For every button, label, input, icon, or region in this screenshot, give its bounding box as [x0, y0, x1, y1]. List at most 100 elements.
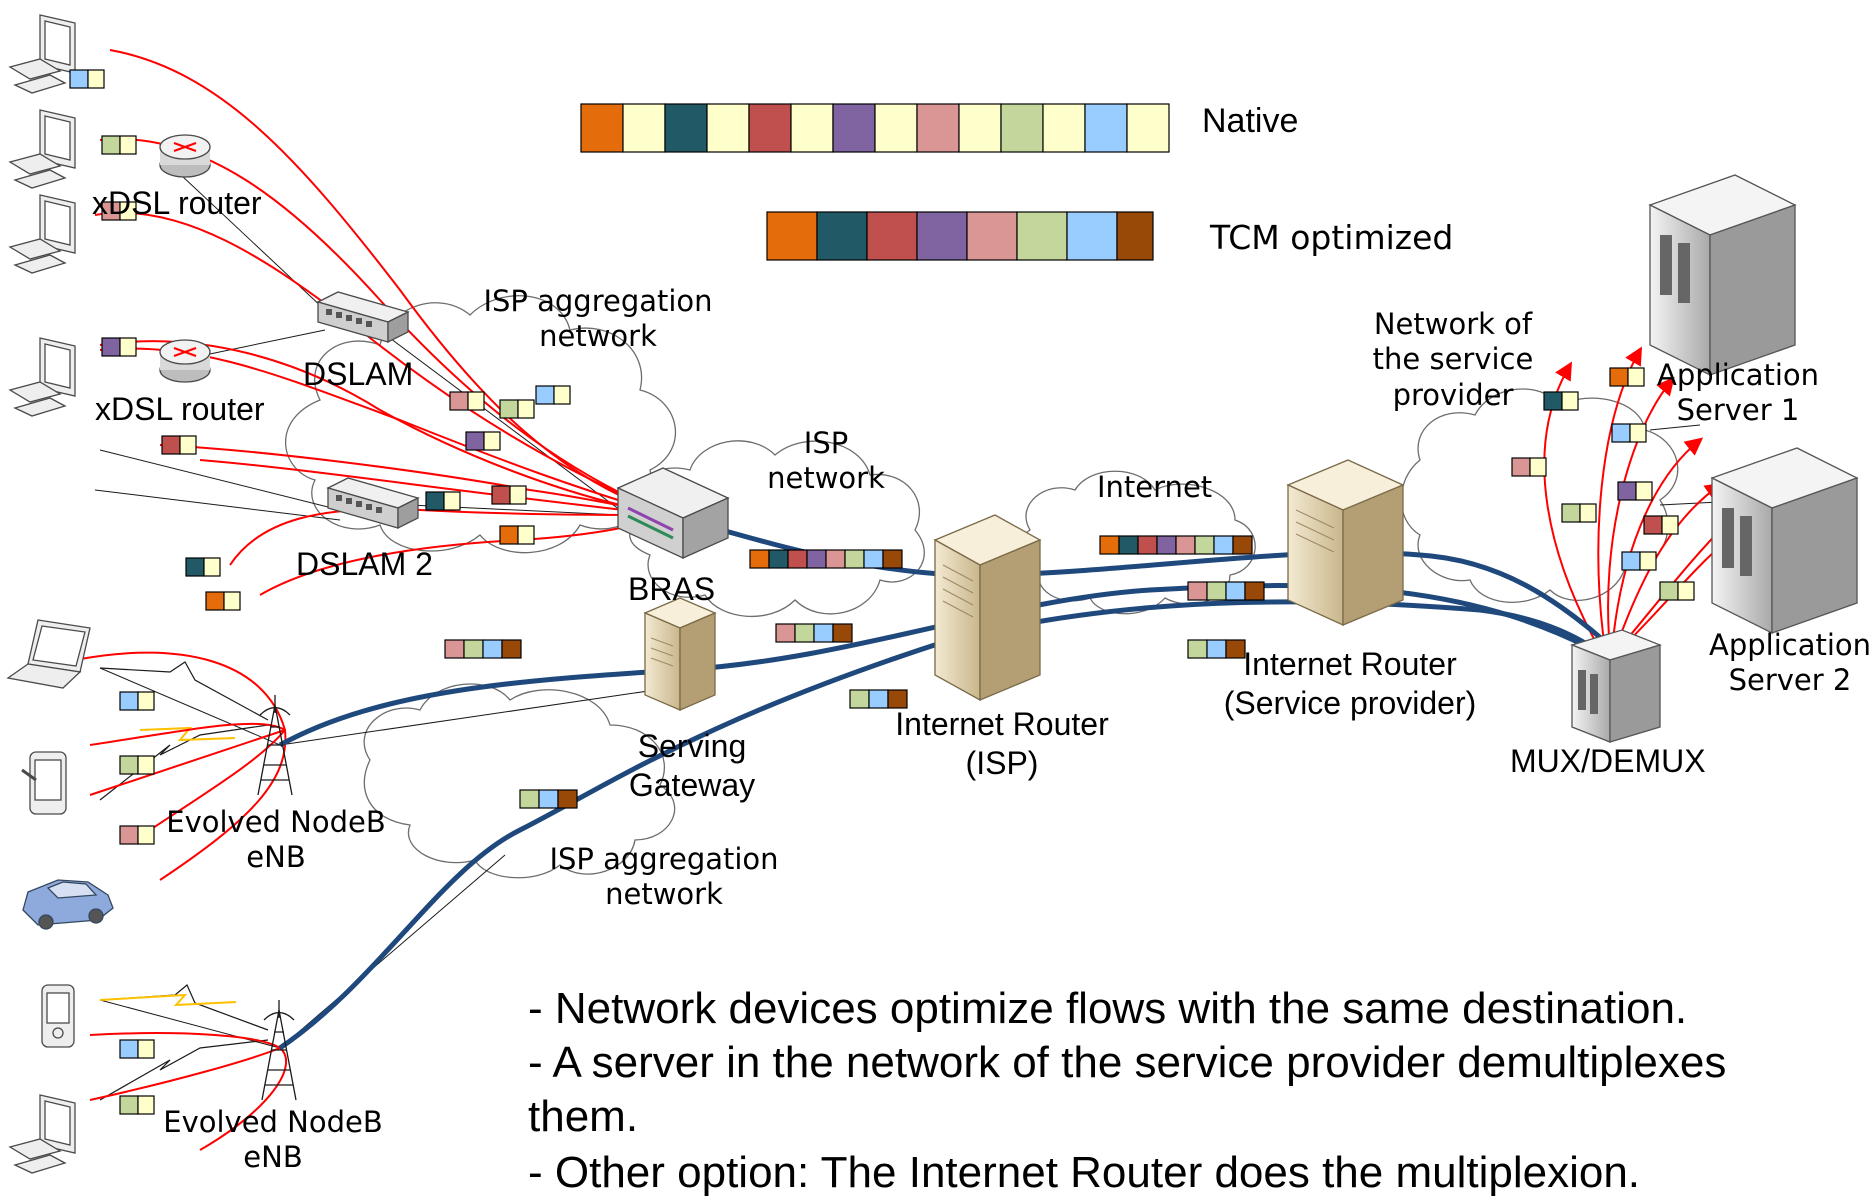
label-line: network: [539, 319, 657, 354]
internet-router-sp-label: Internet Router (Service provider): [1224, 645, 1477, 723]
label-line: eNB: [243, 1140, 303, 1175]
packet-head: [425, 491, 445, 511]
multiplexed-packet: [768, 549, 789, 569]
packet-tail: [179, 435, 197, 455]
packet-tail: [553, 385, 571, 405]
multiplexed-packet: [1156, 535, 1177, 555]
cloud-isp-aggregation-bottom: [363, 683, 676, 879]
label-line: Internet Router: [895, 706, 1109, 742]
packet-tail: [483, 431, 501, 451]
serving-gateway-icon: [643, 597, 717, 711]
packet-head: [101, 135, 121, 155]
label-line: (Service provider): [1223, 685, 1477, 722]
serving-gateway-label: Serving Gateway: [629, 727, 755, 805]
packet-head: [161, 435, 181, 455]
multiplexed-packet: [1225, 581, 1246, 601]
tcm-packet-segment: [966, 211, 1018, 261]
multiplexed-packet: [806, 549, 827, 569]
packet-tail: [137, 755, 155, 775]
packet-tail: [1579, 503, 1597, 523]
native-packet-segment: [1084, 103, 1128, 153]
multiplexed-packet: [501, 639, 522, 659]
packet-head: [1659, 581, 1679, 601]
multiplexed-packet: [1213, 535, 1234, 555]
label-line: network: [605, 877, 723, 912]
label-line: provider: [1392, 377, 1514, 412]
multiplexed-packet: [463, 639, 484, 659]
packet-head: [119, 755, 139, 775]
internet-router-isp-icon: [933, 514, 1042, 702]
dslam2-icon: [326, 477, 420, 530]
label-line: eNB: [246, 840, 306, 875]
native-packet-segment: [706, 103, 750, 153]
antenna-tower-icon: [261, 1000, 297, 1101]
packet-head: [101, 337, 121, 357]
packet-head: [1611, 423, 1631, 443]
packet-tail: [137, 1095, 155, 1115]
multiplexed-packet: [482, 639, 503, 659]
native-packet-segment: [664, 103, 708, 153]
label-line: Evolved NodeB: [163, 1105, 383, 1139]
packet-tail: [443, 491, 461, 511]
packet-head: [1543, 391, 1563, 411]
packet-head: [185, 557, 205, 577]
multiplexed-packet: [1206, 581, 1227, 601]
isp-aggregation-bottom-label: ISP aggregation network: [549, 842, 778, 913]
tcm-packet-segment: [866, 211, 918, 261]
cloud-isp-network: [629, 440, 925, 618]
native-packet-segment: [790, 103, 834, 153]
native-packet-segment: [748, 103, 792, 153]
packet-tail: [517, 525, 535, 545]
native-packet-segment: [1000, 103, 1044, 153]
packet-head: [1617, 481, 1637, 501]
isp-network-label: ISP network: [767, 426, 885, 497]
multiplexed-packet: [1194, 535, 1215, 555]
tcm-packet-segment: [916, 211, 968, 261]
packet-tail: [87, 69, 105, 89]
multiplexed-packet: [1099, 535, 1120, 555]
tcm-packet-segment: [766, 211, 818, 261]
packet-head: [69, 69, 89, 89]
bras-label: BRAS: [628, 571, 716, 607]
car-icon: [22, 879, 114, 930]
multiplexed-packet: [1244, 581, 1265, 601]
packet-head: [465, 431, 485, 451]
multiplexed-packet: [1118, 535, 1139, 555]
multiplexed-packet: [787, 549, 808, 569]
application-server-2-icon: [1710, 447, 1859, 635]
label-line: (ISP): [965, 745, 1039, 782]
packet-tail: [137, 1039, 155, 1059]
tcm-packet-segment: [1016, 211, 1068, 261]
xdsl-router-icon: [159, 134, 211, 178]
multiplexed-packet: [1187, 639, 1208, 659]
native-packet-segment: [1126, 103, 1170, 153]
packet-head: [119, 1095, 139, 1115]
xdsl-router-label-1: xDSL router: [92, 185, 262, 221]
label-line: network: [767, 461, 885, 496]
internet-router-sp-icon: [1286, 459, 1405, 627]
multiplexed-packet: [849, 689, 870, 709]
packet-head: [119, 691, 139, 711]
native-packet-strip: [580, 103, 1170, 153]
xdsl-router-label-2: xDSL router: [95, 391, 265, 427]
packet-head: [499, 525, 519, 545]
native-packet-segment: [874, 103, 918, 153]
label-line: Internet Router: [1243, 646, 1457, 682]
computer-icon: [8, 14, 76, 94]
application-server-1-label: Application Server 1: [1657, 358, 1819, 429]
packet-head: [449, 391, 469, 411]
dslam-label: DSLAM: [303, 356, 414, 392]
packet-tail: [119, 337, 137, 357]
application-server-1-icon: [1648, 174, 1797, 377]
packet-head: [535, 385, 555, 405]
multiplexed-packet: [863, 549, 884, 569]
label-line: Serving: [637, 728, 747, 764]
computer-icon: [8, 109, 76, 189]
label-line: Application: [1708, 628, 1872, 662]
multiplexed-packet: [749, 549, 770, 569]
multiplexed-packet: [832, 623, 853, 643]
packet-tail: [467, 391, 485, 411]
label-line: Gateway: [628, 767, 756, 804]
computer-icon: [8, 1094, 76, 1174]
